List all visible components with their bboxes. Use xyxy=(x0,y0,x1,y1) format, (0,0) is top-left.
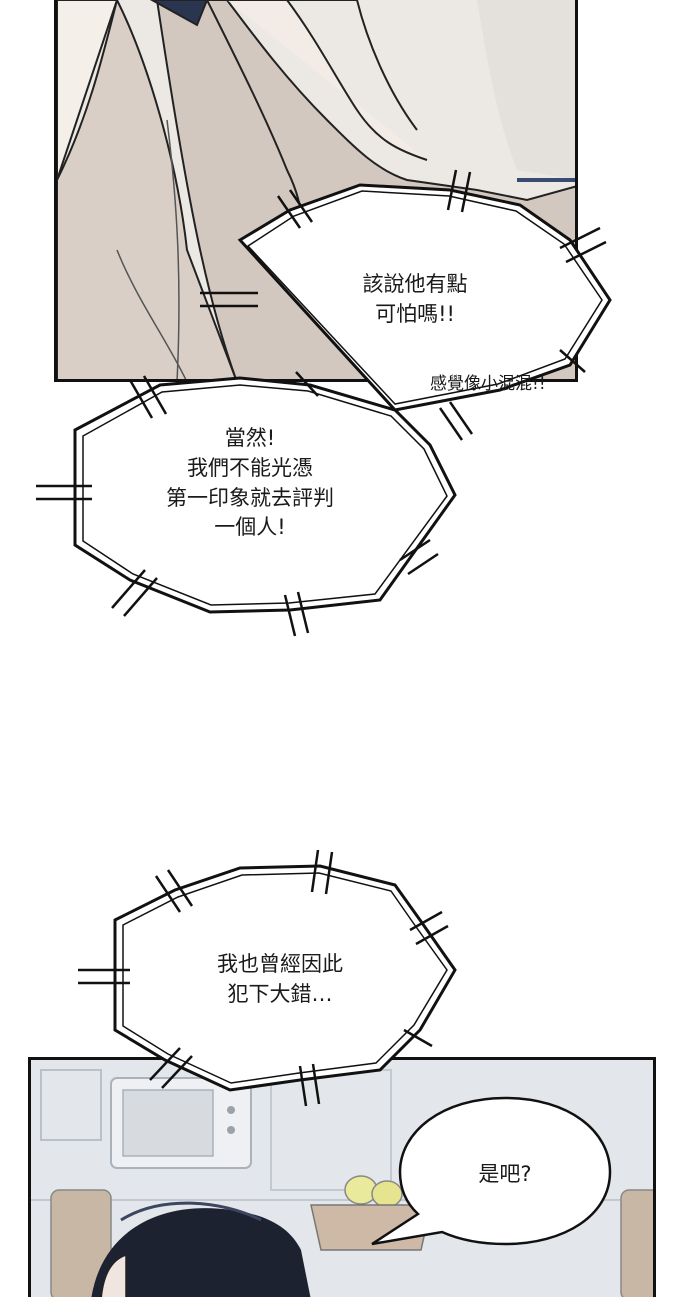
bubble-mistake-line-2: 犯下大錯… xyxy=(227,981,333,1006)
bubble-scary-text: 該說他有點 可怕嗎!! xyxy=(320,270,510,330)
bubble-thug-text: 感覺像小混混!! xyxy=(430,374,546,394)
bubble-mistake-line-1: 我也曾經因此 xyxy=(217,952,343,976)
bubble-of-course-text: 當然! 我們不能光憑 第一印象就去評判 一個人! xyxy=(120,424,380,543)
bubble-scary-line-2: 可怕嗎!! xyxy=(375,301,455,326)
bubble-of-course-line-3: 第一印象就去評判 xyxy=(166,485,334,510)
bubble-of-course-line-1: 當然! xyxy=(224,426,276,450)
bubble-scary-line-1: 該說他有點 xyxy=(362,272,468,296)
bubble-of-course-line-2: 我們不能光憑 xyxy=(187,455,313,480)
bubble-right-text: 是吧? xyxy=(478,1162,532,1186)
bubble-mistake-text: 我也曾經因此 犯下大錯… xyxy=(180,950,380,1010)
bubble-of-course-line-4: 一個人! xyxy=(214,515,286,540)
